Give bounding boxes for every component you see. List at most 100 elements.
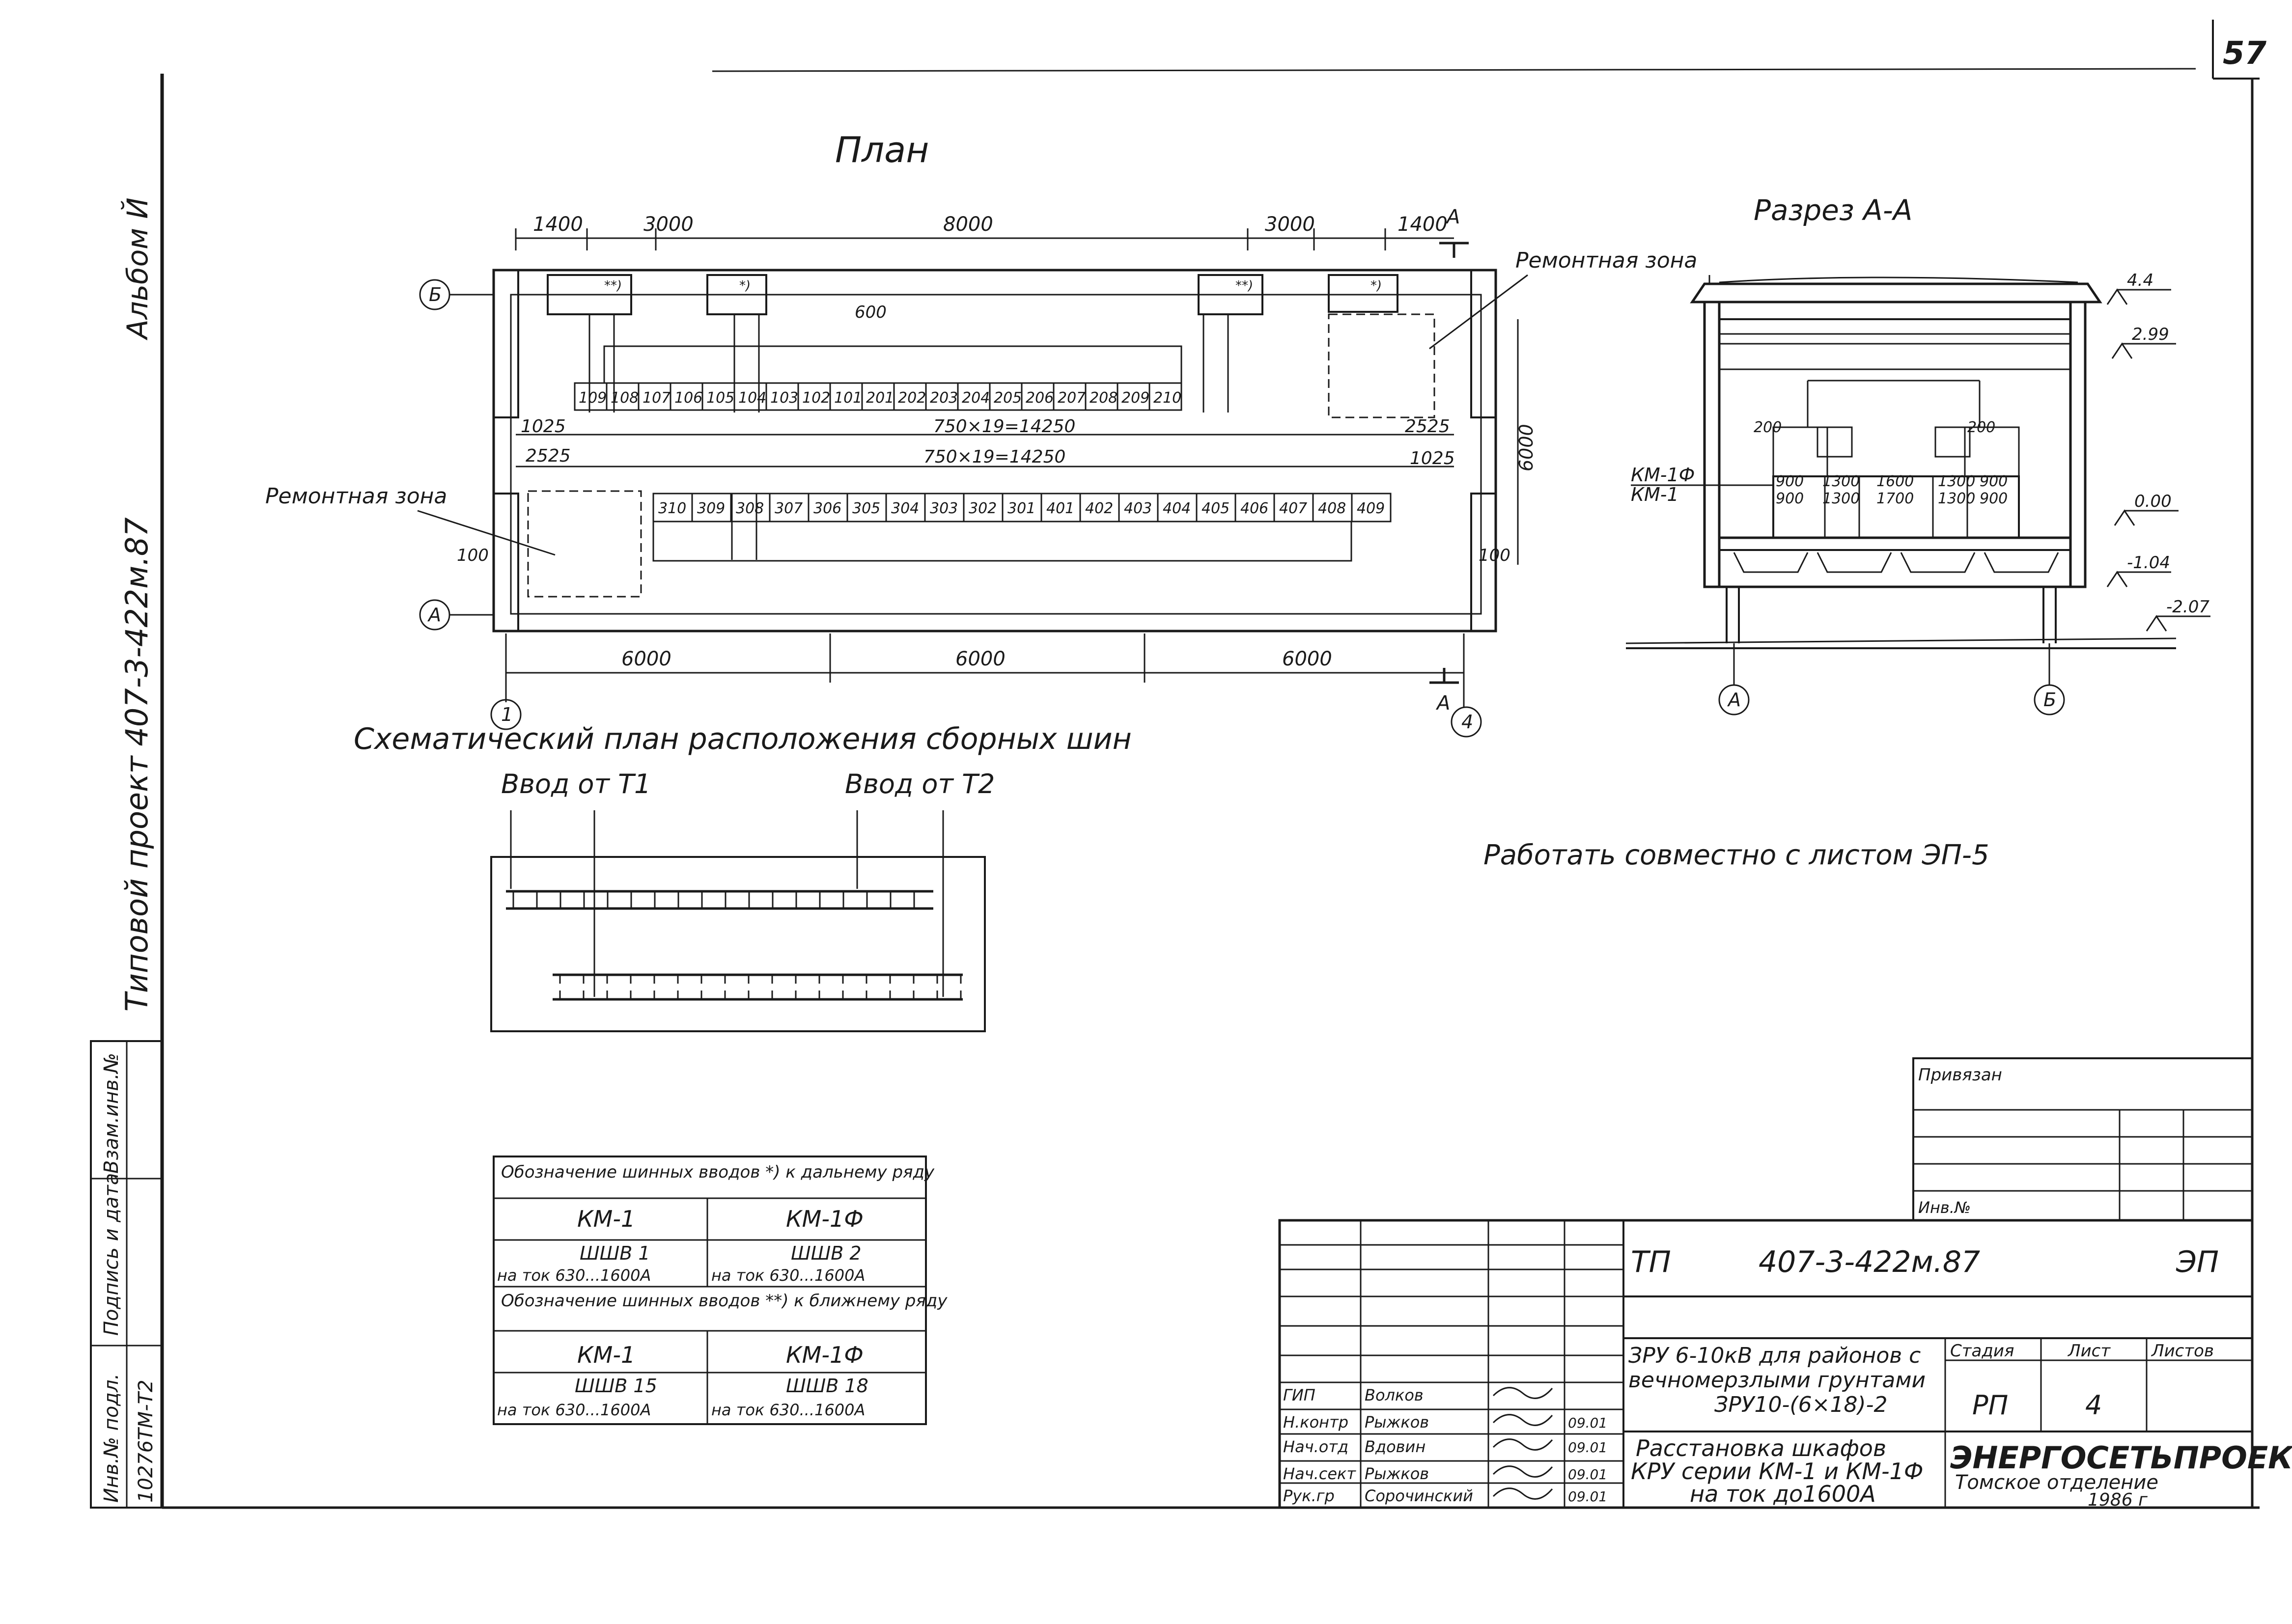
row-a-cell-label: 302 xyxy=(969,500,997,517)
row-a-cell-label: 409 xyxy=(1357,500,1385,517)
cabinet-km1f: КМ-1Ф xyxy=(1631,464,1695,486)
entry-box-b-1 xyxy=(706,274,767,315)
input-t1: Ввод от Т1 xyxy=(501,769,651,799)
row-a-cell-label: 306 xyxy=(813,500,841,517)
dim-2525-left: 2525 xyxy=(526,446,571,466)
row-b-cell-label: 208 xyxy=(1090,389,1118,407)
doc-number: 407-3-422м.87 xyxy=(1759,1245,1980,1279)
row-a-cell xyxy=(1351,493,1392,523)
section-dim-row2-0: 900 xyxy=(1776,490,1804,507)
signer-name: Рыжков xyxy=(1365,1413,1429,1431)
row-b-cell-label: 101 xyxy=(834,389,862,407)
axis-1-label: 1 xyxy=(501,704,513,725)
section-dim-row2-2: 1700 xyxy=(1876,490,1914,507)
axis-b-label: Б xyxy=(429,284,442,305)
signature-icon xyxy=(1492,1465,1553,1478)
section-dim-row1-3: 1300 xyxy=(1938,473,1975,490)
table-near-km1f: КМ-1Ф xyxy=(786,1342,864,1368)
repair-zone-left: Ремонтная зона xyxy=(265,484,447,509)
row-a-cell-label: 405 xyxy=(1202,500,1230,517)
row-a-cell-label: 407 xyxy=(1279,500,1307,517)
plan-dim-bottom-0: 6000 xyxy=(621,648,671,670)
level-mark-2 xyxy=(2114,509,2135,526)
signature-icon xyxy=(1492,1438,1553,1451)
table-far-km1-current: на ток 630...1600А xyxy=(497,1266,651,1285)
row-a-cell-label: 305 xyxy=(852,500,880,517)
sheet-number: 57 xyxy=(2223,35,2267,72)
table-header-far-text: Обозначение шинных вводов *) к дальнему … xyxy=(501,1162,935,1182)
level-mark-3 xyxy=(2106,571,2128,587)
repair-zone-left-label: Ремонтная зона xyxy=(265,484,447,509)
project-title-3: ЗРУ10-(6×18)-2 xyxy=(1714,1392,1887,1417)
row-b-cell-label: 207 xyxy=(1058,389,1086,407)
signer-date: 09.01 xyxy=(1568,1415,1607,1431)
drawing-title-1: Расстановка шкафов xyxy=(1636,1435,1886,1461)
row-a-cell-label: 401 xyxy=(1046,500,1074,517)
left-stamp: Инв.№ подл. Подпись и дата Взам.инв.№ 10… xyxy=(90,1040,163,1509)
table-far-km1f: КМ-1Ф xyxy=(786,1206,864,1232)
signer-name: Вдовин xyxy=(1365,1437,1426,1456)
table-far-km1f-code: ШШВ 2 xyxy=(791,1242,862,1264)
row-b-cell-label: 109 xyxy=(579,389,607,407)
signer-date: 09.01 xyxy=(1568,1488,1607,1505)
dim-600: 600 xyxy=(855,303,887,322)
signer-role: Нач.сект xyxy=(1283,1464,1356,1483)
dim-100-right: 100 xyxy=(1479,546,1510,565)
table-near-km1f-current: на ток 630...1600А xyxy=(711,1401,865,1419)
section-dim-row1-0: 900 xyxy=(1776,473,1804,490)
row-b-cell-label: 108 xyxy=(611,389,639,407)
signer-role: Рук.гр xyxy=(1283,1486,1335,1505)
entry-mark-b-2: **) xyxy=(1235,278,1253,293)
entry-box-b-2 xyxy=(1198,274,1263,315)
row-b-cell-label: 106 xyxy=(674,389,702,407)
level-value-4: -2.07 xyxy=(2166,597,2209,617)
signer-name: Волков xyxy=(1365,1386,1424,1404)
row-b-cell-label: 210 xyxy=(1153,389,1181,407)
row-b-upper xyxy=(603,345,1182,384)
row-b-cell-label: 103 xyxy=(770,389,798,407)
album-label: Альбом Й xyxy=(120,197,154,341)
signature-icon xyxy=(1492,1487,1553,1500)
section-dim-top-left: 200 xyxy=(1754,419,1782,436)
axis-a-label: А xyxy=(427,604,441,626)
table-header-far: Обозначение шинных вводов *) к дальнему … xyxy=(501,1162,935,1182)
signer-name: Рыжков xyxy=(1365,1464,1429,1483)
entry-mark-b-0: **) xyxy=(604,278,622,293)
section-dim-top-right: 200 xyxy=(1967,419,1995,436)
row-b-cell-label: 102 xyxy=(802,389,830,407)
level-mark-4 xyxy=(2146,615,2167,632)
stamp-label-sign: Подпись и дата xyxy=(100,1173,123,1336)
table-near-km1f-code: ШШВ 18 xyxy=(786,1375,868,1397)
stamp-label-replace: Взам.инв.№ xyxy=(100,1053,123,1174)
table-header-near: Обозначение шинных вводов **) к ближнему… xyxy=(501,1291,948,1311)
side-margin: Альбом Й Типовой проект 407-3-422м.87 xyxy=(119,197,155,1012)
axis-b-bubble: Б xyxy=(419,279,494,310)
section-axis-a-bubble: А xyxy=(1718,643,1750,716)
stage-value: РП xyxy=(1972,1390,2008,1421)
row-b-cell-label: 107 xyxy=(643,389,671,407)
table-far-km1f-current: на ток 630...1600А xyxy=(711,1266,865,1285)
plan-dim-bottom-2: 6000 xyxy=(1282,648,1332,670)
entry-mark-b-3: *) xyxy=(1370,278,1382,293)
section-marker-top: А xyxy=(1439,206,1469,258)
project-title-2: вечномерзлыми грунтами xyxy=(1628,1368,1926,1393)
drawing-title-3: на ток до1600А xyxy=(1690,1481,1876,1507)
level-value-0: 4.4 xyxy=(2127,271,2153,290)
axis-a-bubble: А xyxy=(419,599,494,631)
signer-role: ГИП xyxy=(1283,1386,1315,1404)
dim-row-a: 750×19=14250 xyxy=(923,447,1065,467)
axis-4-bubble: 4 xyxy=(1451,706,1482,738)
section-dim-row2-1: 1300 xyxy=(1822,490,1860,507)
sheets-label: Листов xyxy=(2151,1341,2214,1361)
level-value-2: 0.00 xyxy=(2134,492,2172,511)
table-near-km1-code: ШШВ 15 xyxy=(575,1375,657,1397)
row-b-cell-label: 202 xyxy=(898,389,926,407)
dim-2525-right: 2525 xyxy=(1405,416,1450,437)
row-b-cell-label: 201 xyxy=(866,389,894,407)
signer-role: Н.контр xyxy=(1283,1413,1348,1431)
section-axis-a-label: А xyxy=(1727,689,1741,711)
section-label-top: А xyxy=(1445,206,1460,228)
row-b-cell-label: 209 xyxy=(1121,389,1149,407)
